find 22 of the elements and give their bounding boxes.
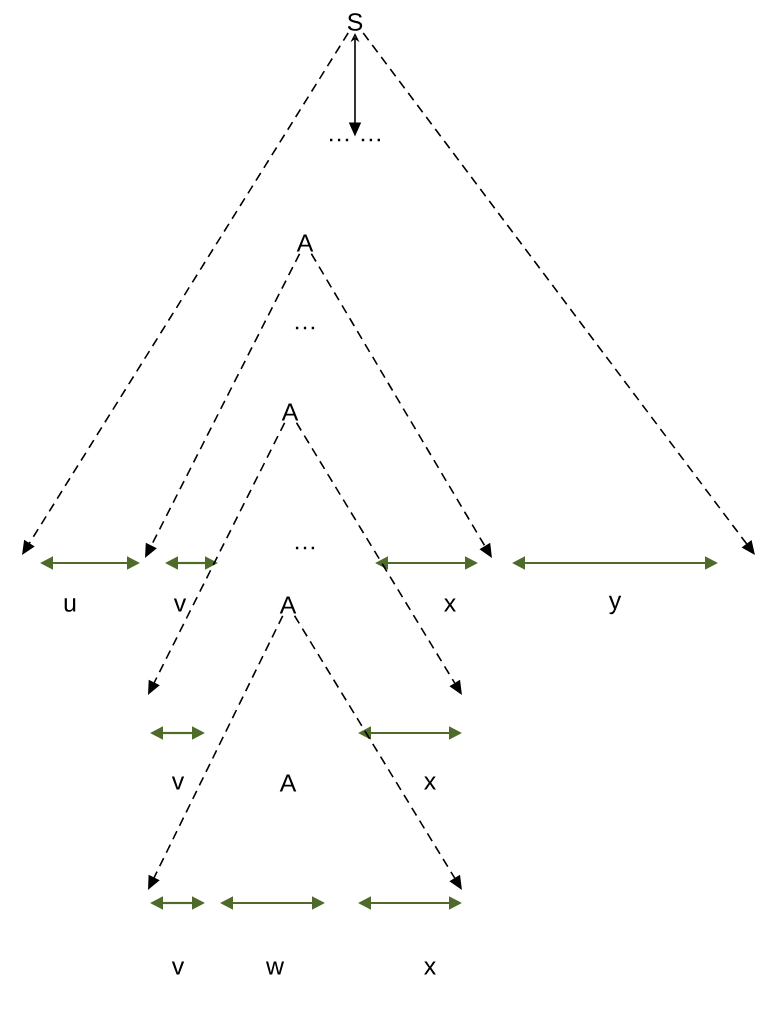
symbol-label: A <box>279 774 297 792</box>
arrow <box>293 614 462 890</box>
arrow <box>22 32 349 555</box>
symbol-label: v <box>171 776 185 790</box>
symbol-label: x <box>424 776 436 790</box>
arrow <box>310 253 492 558</box>
node-label: A <box>296 234 314 252</box>
node-label: S <box>347 13 363 31</box>
symbol-label: v <box>173 598 187 612</box>
node-label: A <box>279 596 297 614</box>
node-label: A <box>281 403 299 421</box>
symbol-label: w <box>265 961 285 975</box>
symbol-label: y <box>608 595 622 615</box>
arrow <box>362 32 755 555</box>
symbol-label: … <box>295 326 315 330</box>
node-label: … … <box>330 138 380 142</box>
symbol-label: v <box>171 961 185 975</box>
symbol-label: x <box>444 598 456 612</box>
symbol-label: x <box>424 961 436 975</box>
arrow <box>295 422 462 695</box>
symbol-label: u <box>64 598 76 612</box>
symbol-label: … <box>295 546 315 550</box>
